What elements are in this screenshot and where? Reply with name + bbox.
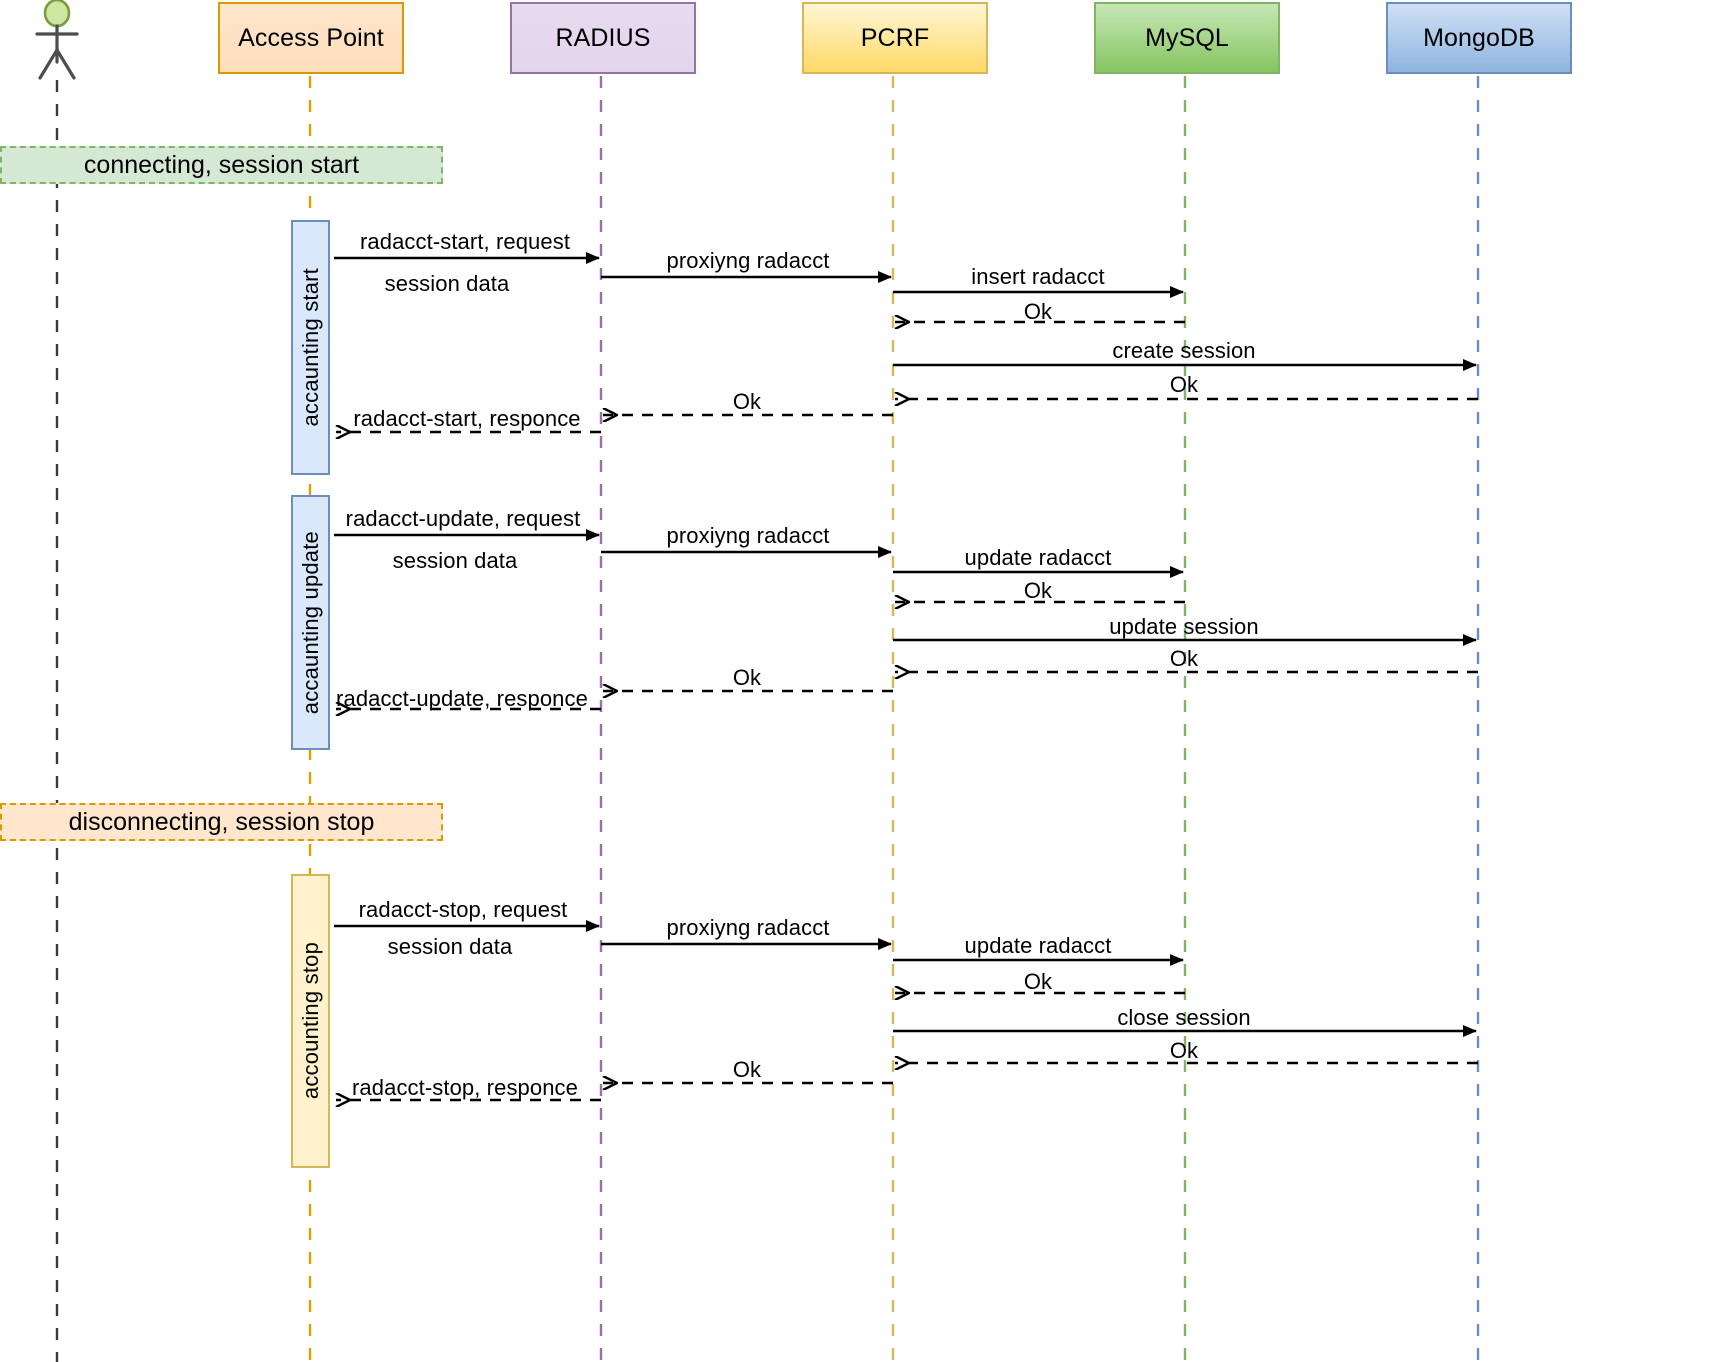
participant-label-mysql: MySQL — [1145, 23, 1229, 52]
label-stop-ok-pcrf: Ok — [732, 1057, 762, 1082]
label-start-responce: radacct-start, responce — [353, 406, 581, 431]
participant-label-mongodb: MongoDB — [1423, 23, 1535, 52]
activation-accounting-update[interactable]: accaunting update — [291, 495, 330, 750]
label-stop-proxying: proxiyng radacct — [666, 915, 830, 940]
label-start-insert: insert radacct — [971, 264, 1105, 289]
label-start-ok-pcrf: Ok — [732, 389, 762, 414]
label-update-ok-pcrf: Ok — [732, 665, 762, 690]
participant-mongodb[interactable]: MongoDB — [1386, 2, 1572, 74]
label-stop-close: close session — [1117, 1005, 1251, 1030]
band-connecting-session-start: connecting, session start — [0, 146, 443, 184]
band-connecting-label: connecting, session start — [83, 150, 360, 179]
participant-mysql[interactable]: MySQL — [1094, 2, 1280, 74]
label-stop-ok-mysql: Ok — [1023, 969, 1053, 994]
messages-stop — [334, 920, 1478, 1100]
label-update-request: radacct-update, request — [345, 506, 581, 531]
label-update-radacct: update radacct — [964, 545, 1112, 570]
label-update-proxying: proxiyng radacct — [666, 523, 830, 548]
label-stop-update: update radacct — [964, 933, 1112, 958]
activation-accounting-stop[interactable]: accounting stop — [291, 874, 330, 1168]
participant-pcrf[interactable]: PCRF — [802, 2, 988, 74]
label-start-proxying: proxiyng radacct — [666, 248, 830, 273]
activation-accounting-start[interactable]: accaunting start — [291, 220, 330, 475]
activation-label-stop: accounting stop — [297, 942, 323, 1100]
label-stop-request: radacct-stop, request — [358, 897, 568, 922]
label-start-request: radacct-start, request — [359, 229, 571, 254]
activation-label-update: accaunting update — [297, 530, 323, 715]
band-disconnecting-session-stop: disconnecting, session stop — [0, 803, 443, 841]
participant-label-pcrf: PCRF — [860, 23, 930, 52]
activation-label-start: accaunting start — [297, 268, 323, 427]
label-start-ok-mongo: Ok — [1169, 372, 1199, 397]
label-stop-ok-mongo: Ok — [1169, 1038, 1199, 1063]
label-start-ok-mysql: Ok — [1023, 299, 1053, 324]
label-update-ok-mongo: Ok — [1169, 646, 1199, 671]
label-start-sessiondata: session data — [384, 271, 510, 296]
band-disconnecting-label: disconnecting, session stop — [68, 807, 375, 836]
label-update-responce: radacct-update, responce — [336, 686, 588, 711]
label-stop-responce: radacct-stop, responce — [352, 1075, 578, 1100]
participant-label-radius: RADIUS — [555, 23, 651, 52]
actor-icon — [35, 0, 79, 80]
messages-update — [334, 529, 1478, 709]
messages-start — [334, 252, 1478, 432]
participant-label-access-point: Access Point — [238, 23, 384, 52]
participant-radius[interactable]: RADIUS — [510, 2, 696, 74]
label-update-sessiondata: session data — [392, 548, 518, 573]
label-update-session: update session — [1109, 614, 1259, 639]
label-stop-sessiondata: session data — [387, 934, 513, 959]
participant-access-point[interactable]: Access Point — [218, 2, 404, 74]
label-start-create: create session — [1112, 338, 1256, 363]
label-update-ok-mysql: Ok — [1023, 578, 1053, 603]
